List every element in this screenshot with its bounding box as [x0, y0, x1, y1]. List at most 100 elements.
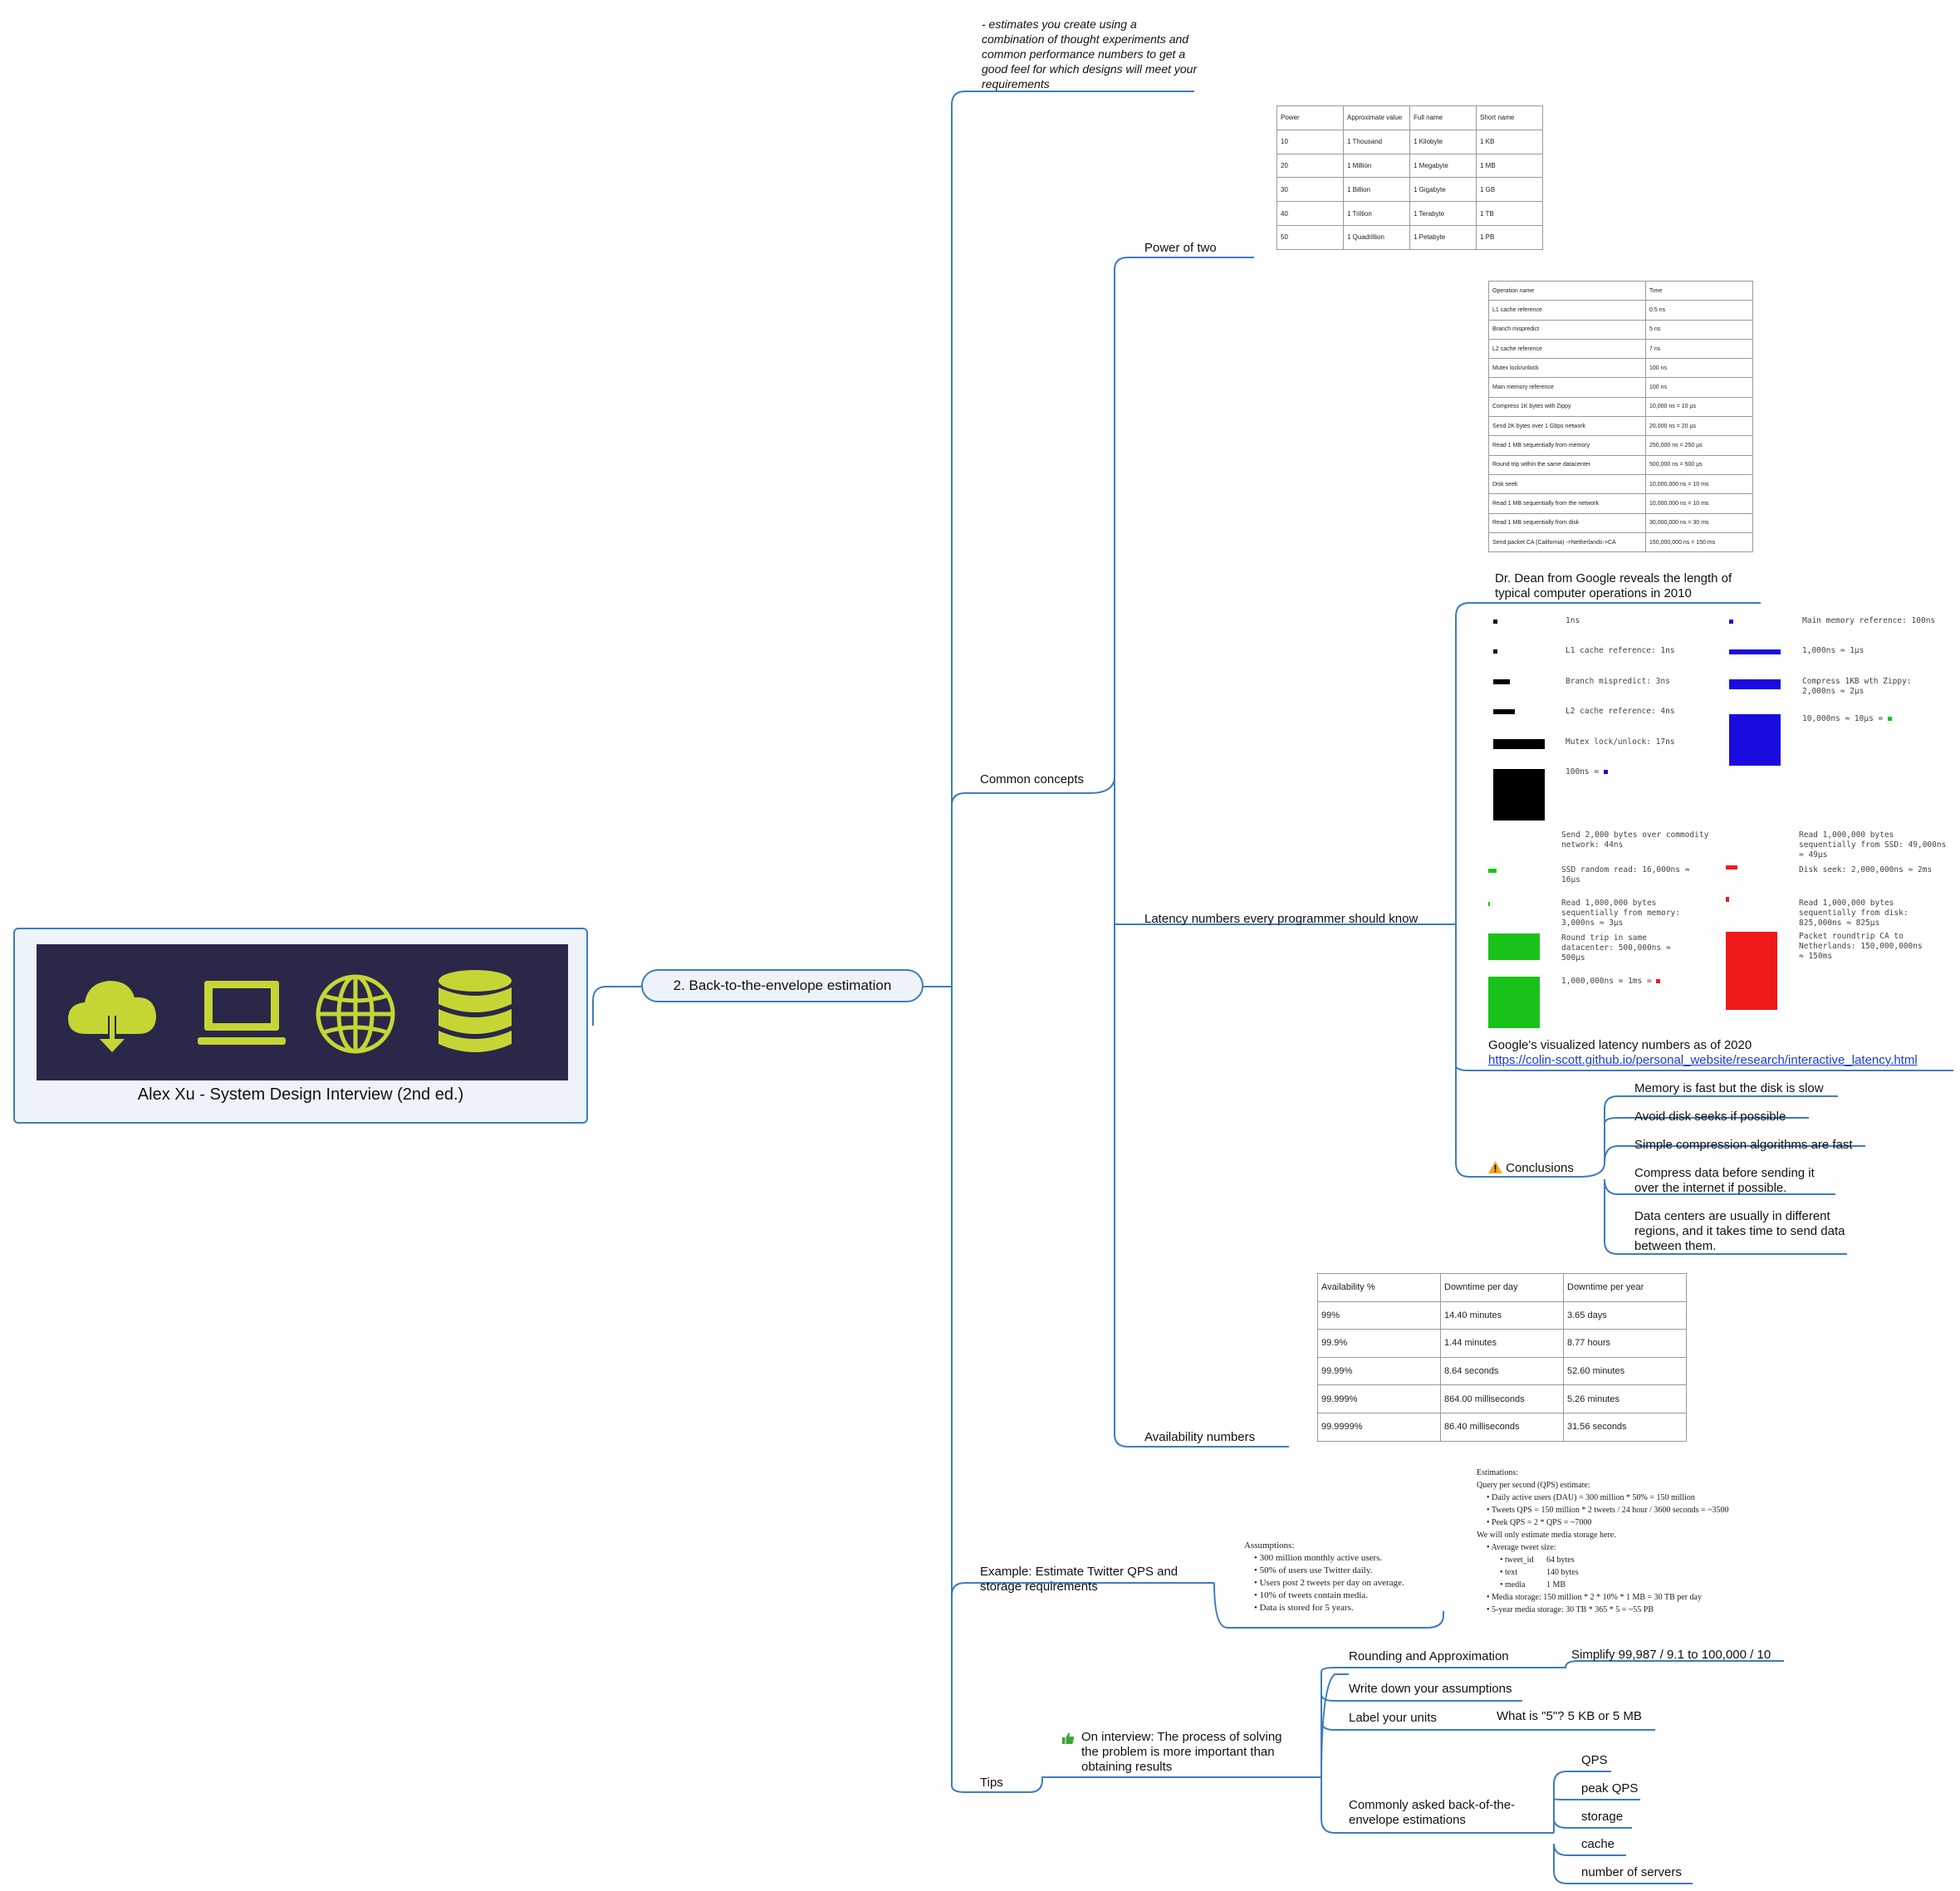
connector-rounding	[1321, 1673, 1349, 1778]
list-item: • Peek QPS = 2 * QPS = ~7000	[1487, 1518, 1592, 1527]
table-cell: 86.40 milliseconds	[1440, 1412, 1564, 1442]
power-of-two-node[interactable]: Power of two	[1144, 241, 1217, 255]
qps-item: Daily active users (DAU) = 300 million *…	[1492, 1493, 1695, 1502]
table-row: 40 1 Trillion 1 Terabyte 1 TB	[1276, 201, 1543, 226]
table-cell: 20	[1276, 153, 1344, 179]
conclusion-item[interactable]: Data centers are usually in different re…	[1634, 1209, 1845, 1253]
tweet-field-value: 64 bytes	[1546, 1555, 1575, 1565]
availability-node[interactable]: Availability numbers	[1144, 1430, 1256, 1444]
estimation-item-servers[interactable]: number of servers	[1581, 1865, 1682, 1879]
conclusions-node[interactable]: Conclusions	[1488, 1161, 1574, 1176]
list-item: • 10% of tweets contain media.	[1254, 1590, 1369, 1600]
example-node[interactable]: Example: Estimate Twitter QPS and storag…	[980, 1565, 1178, 1594]
connector-example	[951, 1582, 1214, 1596]
tips-node[interactable]: Tips	[980, 1776, 1003, 1790]
list-item: • 50% of users use Twitter daily.	[1254, 1565, 1373, 1575]
table-cell: 1 Gigabyte	[1409, 177, 1477, 203]
table-header-row: Availability % Downtime per day Downtime…	[1317, 1273, 1687, 1302]
connector-root-main	[592, 986, 641, 1026]
power-of-two-table: Power Approximate value Full name Short …	[1276, 105, 1543, 250]
viz-label: 10,000ns ≈ 10μs =	[1802, 714, 1892, 724]
black-bar-icon	[1493, 739, 1545, 749]
table-cell: 500,000 ns = 500 µs	[1645, 454, 1753, 475]
list-item: • 5-year media storage: 30 TB * 365 * 5 …	[1487, 1605, 1654, 1614]
table-cell: 99.9999%	[1317, 1412, 1441, 1442]
table-header: Approximate value	[1343, 105, 1410, 130]
qps-item: Peek QPS = 2 * QPS = ~7000	[1492, 1518, 1592, 1527]
common-concepts-node[interactable]: Common concepts	[980, 772, 1085, 786]
latency-node[interactable]: Latency numbers every programmer should …	[1144, 912, 1419, 926]
table-cell: 20,000 ns = 20 µs	[1645, 416, 1753, 437]
green-block-icon	[1488, 933, 1540, 960]
viz-label: Read 1,000,000 bytes sequentially from m…	[1561, 899, 1680, 928]
red-bar-icon	[1726, 865, 1737, 870]
interview-note: On interview: The process of solving the…	[1081, 1730, 1282, 1774]
estimation-item-qps[interactable]: QPS	[1581, 1753, 1608, 1767]
list-item: • Data is stored for 5 years.	[1254, 1603, 1354, 1613]
conclusion-item[interactable]: Compress data before sending it over the…	[1634, 1166, 1815, 1195]
table-row: 50 1 Quadrillion 1 Petabyte 1 PB	[1276, 224, 1543, 250]
viz-label: Round trip in same datacenter: 500,000ns…	[1561, 933, 1671, 963]
conclusion-item[interactable]: Avoid disk seeks if possible	[1634, 1110, 1786, 1124]
qps-title: Query per second (QPS) estimate:	[1477, 1481, 1590, 1490]
table-cell: 40	[1276, 201, 1344, 226]
viz-label-text: 1,000,000ns = 1ms =	[1561, 977, 1657, 986]
connector-intro	[951, 91, 1194, 105]
viz-label: SSD random read: 16,000ns ≈ 16μs	[1561, 865, 1690, 884]
tweet-size-title: Average tweet size:	[1491, 1543, 1556, 1552]
tweet-field-name: tweet_id	[1505, 1555, 1534, 1565]
estimation-item-peak-qps[interactable]: peak QPS	[1581, 1781, 1639, 1795]
common-estimations-node[interactable]: Commonly asked back-of-the-envelope esti…	[1349, 1798, 1516, 1827]
table-cell: Main memory reference	[1488, 377, 1646, 398]
table-cell: L2 cache reference	[1488, 338, 1646, 360]
table-header: Downtime per day	[1440, 1273, 1564, 1302]
viz-label: Disk seek: 2,000,000ns ≈ 2ms	[1799, 865, 1933, 874]
globe-icon	[316, 974, 395, 1054]
table-row: 10 1 Thousand 1 Kilobyte 1 KB	[1276, 129, 1543, 154]
main-branch-node[interactable]: 2. Back-to-the-envelope estimation	[641, 969, 924, 1002]
root-node[interactable]: Alex Xu - System Design Interview (2nd e…	[13, 928, 588, 1124]
tip-detail-rounding: Simplify 99,987 / 9.1 to 100,000 / 10	[1571, 1648, 1771, 1662]
google-link[interactable]: https://colin-scott.github.io/personal_w…	[1488, 1053, 1918, 1067]
table-cell: Read 1 MB sequentially from the network	[1488, 493, 1646, 514]
tip-item-units[interactable]: Label your units	[1349, 1711, 1437, 1725]
storage-item: 5-year media storage: 30 TB * 365 * 5 = …	[1492, 1605, 1654, 1614]
viz-label-text: 100ns =	[1566, 767, 1604, 776]
viz-label: Packet roundtrip CA to Netherlands: 150,…	[1799, 932, 1923, 961]
connector-tips	[951, 1785, 1030, 1793]
green-block-icon	[1488, 977, 1540, 1028]
table-cell: 1.44 minutes	[1440, 1329, 1564, 1358]
intro-note: - estimates you create using a combinati…	[982, 17, 1198, 91]
viz-label: Send 2,000 bytes over commodity network:…	[1561, 830, 1709, 850]
table-cell: 10	[1276, 129, 1344, 154]
media-note: We will only estimate media storage here…	[1477, 1531, 1616, 1540]
table-cell: 1 Thousand	[1343, 129, 1410, 154]
table-header: Full name	[1409, 105, 1477, 130]
table-header: Power	[1276, 105, 1344, 130]
google-caption: Google's visualized latency numbers as o…	[1488, 1038, 1752, 1052]
table-cell: Send 2K bytes over 1 Gbps network	[1488, 416, 1646, 437]
tip-item-assumptions[interactable]: Write down your assumptions	[1349, 1682, 1512, 1696]
table-cell: 10,000,000 ns = 10 ms	[1645, 473, 1753, 495]
conclusion-item[interactable]: Memory is fast but the disk is slow	[1634, 1081, 1824, 1095]
blue-block-icon	[1729, 714, 1781, 766]
root-banner	[37, 944, 568, 1080]
assumption-item: Users post 2 tweets per day on average.	[1259, 1578, 1404, 1588]
table-cell: 250,000 ns = 250 µs	[1645, 435, 1753, 456]
conclusion-item[interactable]: Simple compression algorithms are fast	[1634, 1138, 1853, 1152]
table-header: Availability %	[1317, 1273, 1441, 1302]
assumption-item: 300 million monthly active users.	[1259, 1553, 1383, 1563]
estimation-item-cache[interactable]: cache	[1581, 1837, 1615, 1851]
table-cell: 1 TB	[1476, 201, 1543, 226]
estimation-item-storage[interactable]: storage	[1581, 1810, 1624, 1824]
red-square-icon	[1656, 979, 1661, 983]
tip-item-rounding[interactable]: Rounding and Approximation	[1349, 1649, 1509, 1663]
table-cell: Compress 1K bytes with Zippy	[1488, 396, 1646, 418]
